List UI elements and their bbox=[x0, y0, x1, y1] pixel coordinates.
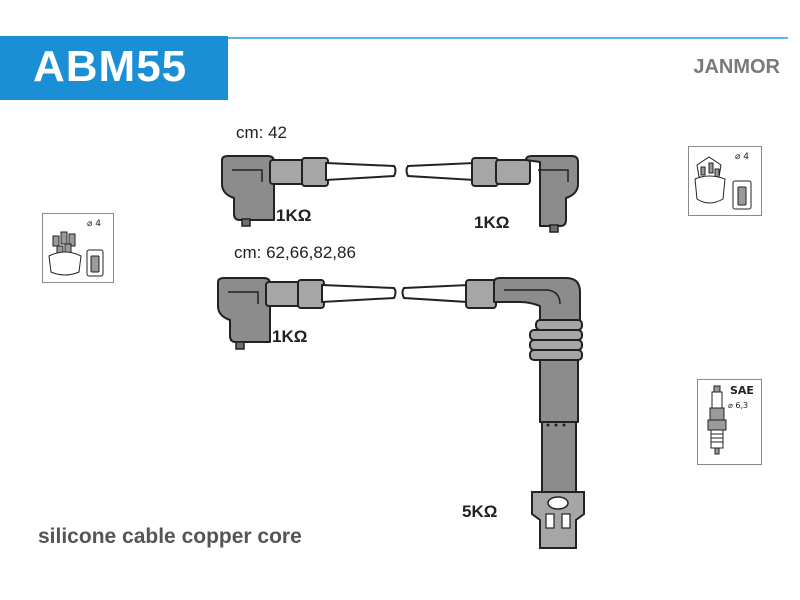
brand-name: JANMOR bbox=[693, 56, 780, 78]
cable-1-length-label: cm: 42 bbox=[236, 123, 288, 142]
cable-2-long-boot bbox=[465, 277, 585, 549]
cable-1-right-boot bbox=[471, 155, 579, 233]
spark-plug-diameter-label: ⌀ 6,3 bbox=[728, 401, 748, 410]
spark-plug-icon: SAE ⌀ 6,3 bbox=[707, 384, 754, 455]
cable-description: silicone cable copper core bbox=[38, 525, 302, 548]
spark-plug-standard-label: SAE bbox=[730, 384, 754, 397]
cable-1-right-resistance: 1KΩ bbox=[474, 213, 510, 232]
header-divider bbox=[228, 37, 788, 39]
distributor-cap-icon: ⌀ 4 bbox=[48, 219, 104, 277]
cable-2-right-resistance: 5KΩ bbox=[462, 502, 498, 521]
distributor-cap-icon-right: ⌀ 4 bbox=[688, 146, 762, 216]
product-code-badge bbox=[0, 36, 228, 100]
distributor-cap-icon-left: ⌀ 4 bbox=[42, 213, 114, 283]
cable-2-wire-right bbox=[401, 283, 469, 304]
cable-1-wire-right bbox=[405, 161, 475, 182]
cable-1-left-resistance: 1KΩ bbox=[276, 206, 312, 225]
spark-plug-icon-box: SAE ⌀ 6,3 bbox=[697, 379, 762, 465]
distributor-left-diameter-label: ⌀ 4 bbox=[87, 219, 101, 229]
product-code: ABM55 bbox=[33, 42, 188, 91]
cable-2-left-boot bbox=[217, 277, 325, 350]
distributor-cap-icon: ⌀ 4 bbox=[694, 152, 752, 210]
cable-2-left-resistance: 1KΩ bbox=[272, 327, 308, 346]
cable-1-wire-left bbox=[325, 161, 397, 182]
cable-1-left-boot bbox=[221, 155, 329, 227]
distributor-right-diameter-label: ⌀ 4 bbox=[735, 152, 749, 162]
cable-2-length-label: cm: 62,66,82,86 bbox=[234, 243, 356, 262]
cable-2-wire-left bbox=[321, 283, 397, 304]
